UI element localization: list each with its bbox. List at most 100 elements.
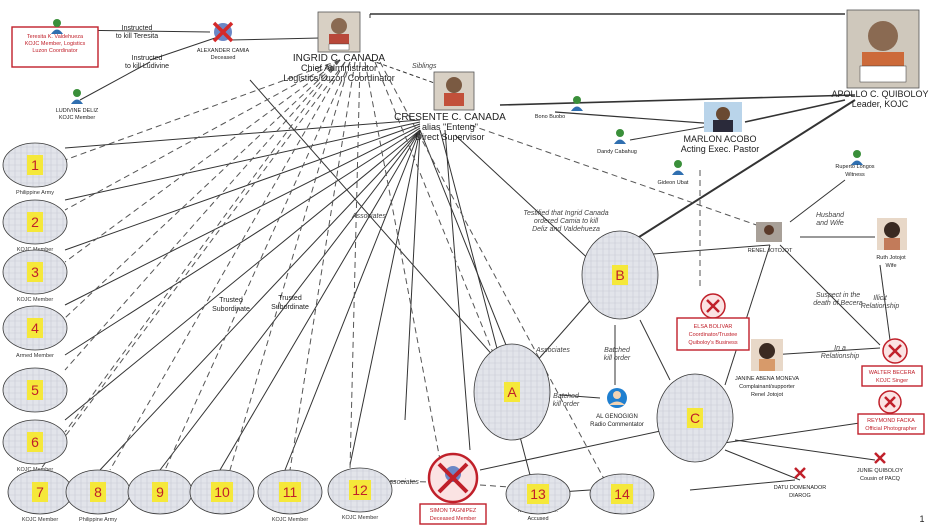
cresente-name: CRESENTE C. CANADA — [394, 112, 506, 123]
redacted-bubble-14[interactable]: 14 — [589, 473, 655, 515]
ingrid-role1: Chief Administrator — [301, 63, 377, 73]
rel-illicit-2: Relationship — [861, 303, 900, 310]
node-datu[interactable]: DATU DOMENADOR DIAROG — [774, 467, 826, 499]
reymond-name: REYMOND FACKA — [867, 418, 915, 424]
rel-instructed-teresita-2: to kill Teresita — [116, 33, 158, 40]
node-renel[interactable]: RENEL JOTOJOT — [748, 222, 793, 254]
rel-suspect-1: Suspect in the — [816, 292, 860, 299]
redacted-bubble-C[interactable]: C — [656, 373, 734, 463]
node-ingrid[interactable]: INGRID C. CANADA Chief Administrator Log… — [283, 11, 395, 83]
node-bono[interactable]: Bono Buobo — [535, 96, 583, 120]
redacted-bubble-5[interactable]: 5 — [2, 367, 68, 413]
accused-role: Accused — [527, 516, 548, 522]
rel-batched-2a: Batched — [553, 393, 580, 400]
bubble-caption: Philippine Army — [16, 190, 54, 196]
bubble-badge — [27, 318, 43, 338]
rel-suspect-2: death of Becera — [813, 300, 863, 307]
redacted-bubble-9[interactable]: 9 — [127, 469, 193, 515]
node-alexander[interactable]: ALEXANDER CAMIA Deceased — [197, 21, 250, 61]
rel-instructed-teresita-1: Instructed — [122, 25, 153, 32]
bubble-number: 10 — [214, 484, 230, 500]
bubble-badge — [611, 484, 633, 504]
node-ruperto[interactable]: Ruperto Longos Witness — [835, 150, 875, 178]
walter-name: WALTER BECERA — [869, 370, 916, 376]
alexander-status: Deceased — [211, 55, 236, 61]
bubble-number: 14 — [614, 486, 630, 502]
redacted-bubble-13[interactable]: 13 — [505, 473, 571, 515]
rel-in-relationship-2: Relationship — [821, 353, 860, 360]
node-aj[interactable]: AL GENOGIGN Radio Commentator — [590, 388, 644, 428]
apollo-role: Leader, KOJC — [852, 99, 909, 109]
node-junie[interactable]: JUNIE QUIBOLOY Cousin of PACQ — [857, 452, 903, 482]
elsa-name: ELSA BOLIVAR — [694, 324, 733, 330]
cresente-alias: alias "Enteng" — [422, 122, 478, 132]
aj-name: AL GENOGIGN — [596, 414, 638, 420]
node-elsa[interactable]: ELSA BOLIVAR Coordinator/Trustee Quibolo… — [676, 293, 750, 351]
aj-avatar — [607, 388, 627, 408]
node-janine[interactable]: JANINE ABENA MONEVA Complainant/supporte… — [735, 339, 799, 398]
rel-trusted-1a: Trusted — [219, 297, 243, 304]
bubble-badge — [27, 432, 43, 452]
rel-siblings: Siblings — [412, 63, 437, 70]
node-walter[interactable]: WALTER BECERA KOJC Singer — [861, 338, 923, 387]
redacted-bubble-6[interactable]: 6KOJC Member — [2, 419, 68, 473]
bubble-caption: Philippine Army — [79, 517, 117, 523]
teresita-line1: Teresita K. Valdehueza — [27, 34, 84, 40]
node-ruth[interactable]: Ruth Jotojot Wife — [876, 218, 907, 269]
person-icon — [672, 160, 684, 175]
rel-testified-3: Deliz and Valdehueza — [532, 226, 600, 233]
ingrid-role2: Logistics/Luzon Coordinator — [283, 73, 395, 83]
janine-name: JANINE ABENA MONEVA — [735, 376, 799, 382]
bubble-number: C — [690, 410, 700, 426]
deceased-icon — [427, 452, 479, 504]
bono-name: Bono Buobo — [535, 114, 565, 120]
redacted-bubble-A[interactable]: A — [473, 343, 551, 441]
redacted-bubble-B[interactable]: B — [581, 230, 659, 320]
walter-role: KOJC Singer — [876, 378, 908, 384]
bubble-badge — [279, 482, 301, 502]
renel-name: RENEL JOTOJOT — [748, 248, 793, 254]
rel-trusted-2b: Subordinate — [271, 304, 309, 311]
datu-name: DATU DOMENADOR — [774, 485, 826, 491]
rel-batched-2b: kill order — [553, 401, 580, 408]
node-reymond[interactable]: REYMOND FACKA Official Photographer — [857, 390, 925, 435]
rel-trusted-2a: Trusted — [278, 295, 302, 302]
node-marlon[interactable]: MARLON ACOBO Acting Exec. Pastor — [681, 102, 760, 154]
person-icon — [614, 129, 626, 144]
node-ludivine[interactable]: LUDIVINE DELIZ KOJC Member — [56, 89, 99, 121]
rel-instructed-ludivine-1: Instructed — [132, 55, 163, 62]
bubble-number: 9 — [156, 484, 164, 500]
ludivine-role: KOJC Member — [59, 115, 96, 121]
cresente-role: Direct Supervisor — [415, 132, 484, 142]
bubble-badge — [27, 212, 43, 232]
person-icon — [851, 150, 863, 165]
bubble-number: 3 — [31, 264, 39, 280]
reymond-role: Official Photographer — [865, 426, 917, 432]
node-cresente[interactable]: CRESENTE C. CANADA alias "Enteng" Direct… — [394, 71, 506, 142]
alexander-name: ALEXANDER CAMIA — [197, 48, 250, 54]
node-dandy[interactable]: Dandy Cabahug — [597, 129, 637, 155]
node-apollo[interactable]: APOLLO C. QUIBOLOY Leader, KOJC — [831, 9, 929, 109]
node-simon[interactable]: SIMON TAGNIPEZ Deceased Member — [419, 452, 487, 525]
node-gideon[interactable]: Gideon Ubat — [658, 160, 689, 186]
deceased-icon — [878, 390, 902, 414]
dashed-lines — [39, 59, 766, 491]
ruperto-role: Witness — [845, 172, 865, 178]
rel-testified-1: Testified that Ingrid Canada — [523, 210, 608, 217]
bubble-badge — [32, 482, 48, 502]
redacted-bubble-10[interactable]: 10 — [189, 469, 255, 515]
